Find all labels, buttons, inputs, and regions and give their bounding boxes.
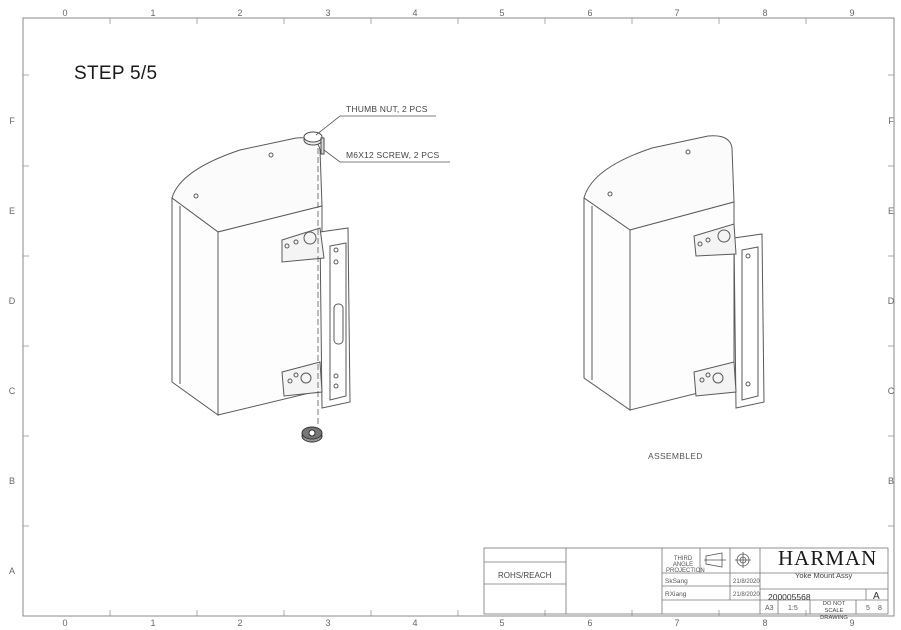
column-number: 5 — [499, 8, 505, 18]
column-number: 6 — [587, 618, 593, 628]
outer-border — [22, 17, 895, 617]
row-letter: D — [8, 296, 16, 306]
row-letter: F — [888, 116, 894, 126]
thumb-nut-top — [303, 131, 325, 155]
drawn-date: 21/8/2020 — [733, 579, 760, 585]
column-number: 3 — [325, 8, 331, 18]
column-number: 4 — [412, 8, 418, 18]
column-number: 0 — [62, 8, 68, 18]
scale: 1:5 — [788, 605, 798, 612]
column-number: 0 — [62, 618, 68, 628]
column-number: 5 — [499, 618, 505, 628]
column-number: 8 — [762, 8, 768, 18]
row-letter: E — [887, 206, 894, 216]
assembled-label: ASSEMBLED — [648, 451, 703, 461]
drawn-by: SkSang — [665, 578, 688, 585]
compliance-label: ROHS/REACH — [498, 571, 552, 580]
column-number: 9 — [849, 8, 855, 18]
column-number: 7 — [674, 8, 680, 18]
row-letter: C — [887, 386, 895, 396]
row-letter: E — [8, 206, 15, 216]
projection-symbol-icon — [704, 552, 751, 568]
speaker-exploded — [171, 137, 351, 424]
drawing-title: Yoke Mount Assy — [795, 571, 853, 580]
checked-date: 21/8/2020 — [733, 592, 760, 598]
sheet-total: 8 — [878, 605, 882, 612]
row-letter: A — [8, 566, 15, 576]
revision: A — [873, 591, 880, 602]
sheet-size: A3 — [765, 605, 774, 612]
row-letter: F — [9, 116, 15, 126]
column-ticks — [109, 18, 807, 616]
company-logo: HARMAN — [778, 546, 878, 570]
sheet-number: 5 — [866, 605, 870, 612]
column-number: 2 — [237, 618, 243, 628]
column-number: 1 — [150, 8, 156, 18]
callout-screw: M6X12 SCREW, 2 PCS — [346, 150, 440, 160]
column-number: 3 — [325, 618, 331, 628]
column-number: 1 — [150, 618, 156, 628]
callout-leaders — [315, 115, 450, 163]
projection-label: THIRD ANGLE PROJECTION — [666, 556, 705, 574]
checked-by: RXiang — [665, 591, 687, 598]
callout-thumb-nut: THUMB NUT, 2 PCS — [346, 104, 428, 114]
column-number: 9 — [849, 618, 855, 628]
row-letter: C — [8, 386, 16, 396]
column-number: 7 — [674, 618, 680, 628]
thumb-nut-bottom — [301, 426, 323, 443]
row-letter: B — [887, 476, 894, 486]
column-number: 4 — [412, 618, 418, 628]
step-title: STEP 5/5 — [74, 63, 158, 84]
part-number: 200005568 — [768, 592, 811, 602]
row-ticks — [23, 74, 894, 527]
column-number: 2 — [237, 8, 243, 18]
do-not-scale-note: DO NOT SCALE DRAWING — [820, 601, 848, 621]
column-number: 6 — [587, 8, 593, 18]
row-letter: B — [8, 476, 15, 486]
row-letter: D — [887, 296, 895, 306]
speaker-assembled — [583, 135, 765, 411]
title-block — [483, 547, 889, 615]
column-number: 8 — [762, 618, 768, 628]
